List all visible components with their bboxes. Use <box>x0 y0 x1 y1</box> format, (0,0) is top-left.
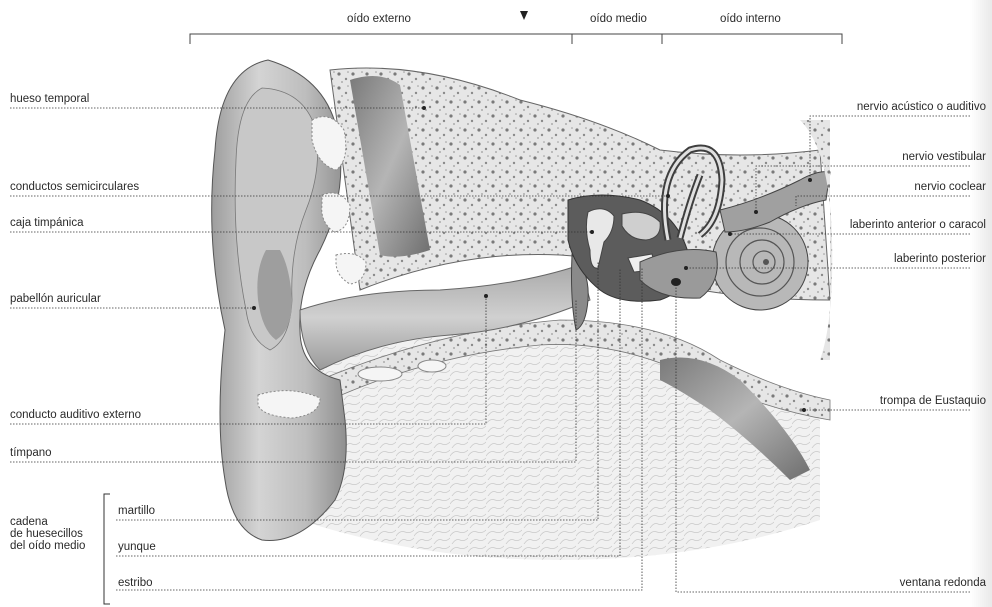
ossicle-bracket <box>104 494 110 604</box>
section-bracket <box>190 34 842 44</box>
label-nervio-acustico: nervio acústico o auditivo <box>857 101 986 114</box>
canal-cartilage-2 <box>418 360 446 372</box>
label-ventana-redonda: ventana redonda <box>900 577 986 590</box>
label-martillo: martillo <box>118 505 155 518</box>
label-nervio-coclear: nervio coclear <box>914 181 986 194</box>
label-conductos-semicirculares: conductos semicirculares <box>10 181 139 194</box>
label-ossicle-chain: cadena de huesecillos del oído medio <box>10 516 85 552</box>
section-outer-ear: oído externo <box>347 13 411 25</box>
label-timpano: tímpano <box>10 447 52 460</box>
page-edge-shadow <box>970 0 992 607</box>
round-window <box>671 278 681 286</box>
pointer-marker <box>520 11 528 20</box>
label-trompa-eustaquio: trompa de Eustaquio <box>880 395 986 408</box>
label-hueso-temporal: hueso temporal <box>10 93 89 106</box>
label-nervio-vestibular: nervio vestibular <box>902 151 986 164</box>
label-yunque: yunque <box>118 541 156 554</box>
label-caja-timpanica: caja timpánica <box>10 217 84 230</box>
label-estribo: estribo <box>118 577 153 590</box>
label-conducto-auditivo-externo: conducto auditivo externo <box>10 409 141 422</box>
section-middle-ear: oído medio <box>590 13 647 25</box>
canal-cartilage-1 <box>358 367 402 381</box>
section-inner-ear: oído interno <box>720 13 781 25</box>
label-laberinto-anterior: laberinto anterior o caracol <box>850 219 986 232</box>
label-laberinto-posterior: laberinto posterior <box>894 253 986 266</box>
lower-tissue <box>280 329 820 560</box>
label-pabellon-auricular: pabellón auricular <box>10 293 101 306</box>
